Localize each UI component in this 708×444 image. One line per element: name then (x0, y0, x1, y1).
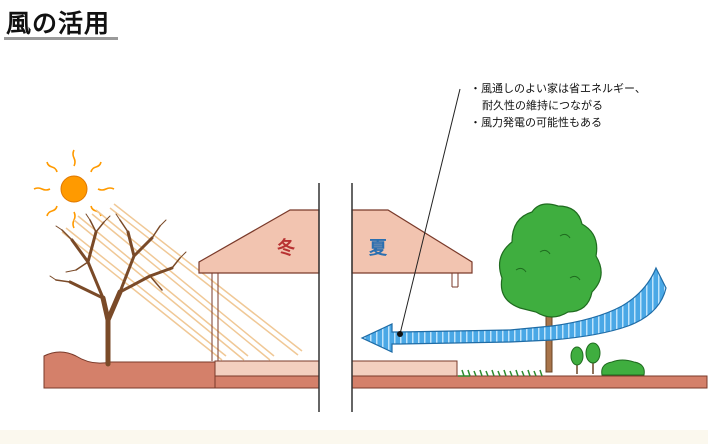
notes-list: ・風通しのよい家は省エネルギー、 耐久性の維持につながる ・風力発電の可能性もあ… (470, 80, 646, 131)
sun-icon (33, 149, 115, 229)
note-item: ・風力発電の可能性もある (470, 114, 646, 131)
house-summer: 夏 (351, 209, 473, 288)
note-item: ・風通しのよい家は省エネルギー、 耐久性の維持につながる (470, 80, 646, 114)
callout-line (397, 88, 461, 337)
shrub-icon (570, 342, 645, 376)
house-summer-label: 夏 (369, 238, 388, 259)
title-underline (4, 37, 118, 40)
slide-title: 風の活用 (6, 9, 111, 38)
green-tree-icon (499, 203, 602, 373)
house-winter-label: 冬 (277, 237, 295, 259)
note-line-continued: 耐久性の維持につながる (482, 99, 603, 112)
note-line: ・風力発電の可能性もある (470, 116, 602, 129)
note-line: ・風通しのよい家は省エネルギー、 (470, 82, 646, 95)
bare-tree-icon (49, 213, 187, 367)
split-divider (318, 183, 353, 412)
wind-arrow (360, 266, 667, 353)
bottom-band (0, 430, 708, 444)
